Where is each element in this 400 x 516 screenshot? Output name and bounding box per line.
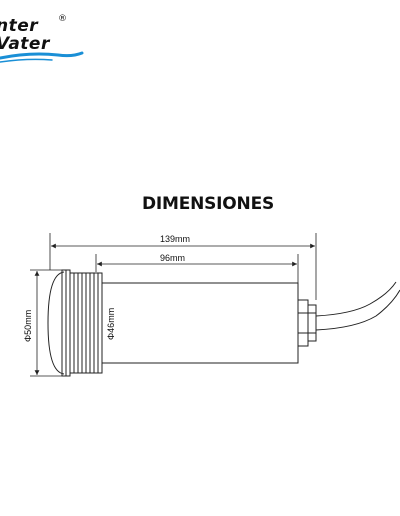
body-length-label: 96mm: [160, 253, 185, 263]
overall-length-label: 139mm: [160, 234, 190, 244]
body-diameter-label: Φ46mm: [106, 308, 116, 340]
flange-diameter-dimension: Φ50mm: [23, 269, 64, 377]
lamp-outline: [47, 269, 400, 377]
body-length-dimension: 96mm: [95, 253, 299, 290]
logo-swoosh-icon: [0, 51, 84, 63]
flange-diameter-label: Φ50mm: [23, 310, 33, 342]
page-title: DIMENSIONES: [141, 194, 275, 214]
registered-mark: ®: [58, 14, 67, 24]
brand-logo: nter Vater ®: [0, 14, 90, 66]
overall-length-dimension: 139mm: [49, 233, 317, 300]
logo-text-line2: Vater: [0, 34, 50, 54]
logo-text-line1: nter: [0, 16, 39, 36]
